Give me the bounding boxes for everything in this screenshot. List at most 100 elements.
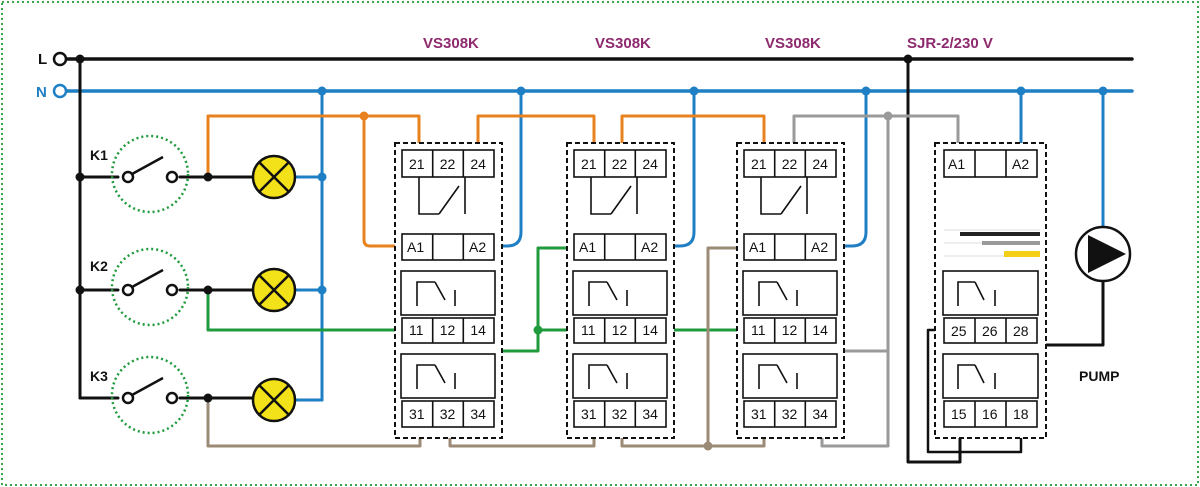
terminal-22: 22 (440, 156, 456, 172)
sjr-coil-block (943, 149, 1038, 178)
green-k2-wire (206, 288, 406, 332)
sjr-switch-box (942, 353, 1039, 399)
switch-boundary (110, 247, 190, 327)
sjr-title: SJR-2/230 V (907, 35, 993, 52)
switch-contact (121, 391, 135, 405)
junction-dot (75, 285, 85, 295)
junction-dot (203, 172, 213, 182)
junction-dot (317, 285, 327, 295)
relay-title: VS308K (423, 35, 479, 52)
orange-link-1-2 (476, 114, 596, 150)
switch-box (572, 270, 668, 316)
contact-symbol (758, 281, 798, 306)
n-terminal (52, 83, 68, 99)
switch-box (742, 270, 838, 316)
junction-dot (75, 172, 85, 182)
relay-title: VS308K (595, 35, 651, 52)
relay-mid-block (401, 317, 495, 344)
sjr-terminal-25: 25 (951, 323, 967, 339)
terminal-21: 21 (409, 156, 425, 172)
l-bus-label: L (38, 51, 47, 68)
coil-a2: A2 (641, 239, 658, 255)
junction-dot (317, 86, 327, 96)
relay2-a2-wire (658, 89, 696, 248)
terminal-22: 22 (612, 156, 628, 172)
relay3-a2-wire (830, 89, 868, 248)
lamp-1 (251, 154, 297, 200)
terminal-12: 12 (782, 322, 798, 338)
relay-mid-block (573, 317, 667, 344)
relay-top-block (401, 149, 495, 178)
terminal-24: 24 (470, 156, 486, 172)
orange-link-2-3 (620, 114, 766, 150)
relay-bot-block (743, 400, 837, 428)
junction-dot (75, 54, 85, 64)
relay-mid-block (743, 317, 837, 344)
terminal-24: 24 (812, 156, 828, 172)
terminal-11: 11 (409, 322, 424, 338)
terminal-31: 31 (751, 406, 767, 422)
relay-bot-block (573, 400, 667, 428)
junction-dot (317, 172, 327, 182)
switch-feed-wires (78, 175, 120, 400)
l-terminal (52, 51, 68, 67)
terminal-34: 34 (642, 406, 658, 422)
switch-box (742, 353, 838, 399)
switch-k1: K1 (90, 134, 190, 214)
junction-dot (533, 325, 543, 335)
switch-label: K1 (90, 147, 108, 163)
switch-lever (131, 268, 164, 289)
coil-a1: A1 (579, 239, 596, 255)
sjr-common-wire (906, 57, 962, 464)
lamp-cross (258, 274, 290, 306)
terminal-12: 12 (612, 322, 628, 338)
junctions (75, 54, 913, 403)
lamp-cross (258, 384, 290, 416)
contact-symbol (588, 364, 628, 389)
switch-label: K3 (90, 368, 108, 384)
switch-k3: K3 (90, 355, 190, 435)
terminal-21: 21 (751, 156, 767, 172)
switch-boundary (110, 134, 190, 214)
junction-dot (689, 86, 699, 96)
junction-dot (1098, 86, 1108, 96)
coil-a1: A1 (749, 239, 766, 255)
sjr-terminal-18: 18 (1013, 406, 1029, 422)
terminal-34: 34 (812, 406, 828, 422)
switch-contact (121, 170, 135, 184)
sjr-terminal-15: 15 (951, 406, 967, 422)
sjr-relay: SJR-2/230 V A1 A2 25 26 28 15 (907, 35, 1047, 439)
switch-boundary (110, 355, 190, 435)
terminal-32: 32 (782, 406, 798, 422)
switch-lamp-wires (178, 175, 254, 400)
junction-dot (903, 54, 913, 64)
junction-dot (861, 86, 871, 96)
contact-symbol (758, 364, 798, 389)
pump-label: PUMP (1079, 368, 1119, 384)
terminal-14: 14 (642, 322, 658, 338)
switch-box (400, 353, 496, 399)
terminal-24: 24 (642, 156, 658, 172)
junction-dot (359, 111, 369, 121)
terminal-22: 22 (782, 156, 798, 172)
terminal-21: 21 (581, 156, 597, 172)
relay-top-block (743, 149, 837, 178)
relay-coil-block (401, 233, 495, 261)
contact-symbol (416, 364, 456, 389)
sjr-terminal-28: 28 (1013, 323, 1029, 339)
relay-top-block (573, 149, 667, 178)
junction-dot (516, 86, 526, 96)
switch-k2: K2 (90, 247, 190, 327)
sjr-coil-a2: A2 (1012, 156, 1029, 172)
switch-box (572, 353, 668, 399)
contact-symbol (416, 281, 456, 306)
junction-dot (883, 111, 893, 121)
sjr-terminal-16: 16 (982, 406, 998, 422)
sjr-coil-a1: A1 (948, 156, 965, 172)
terminal-34: 34 (470, 406, 486, 422)
sjr-terminal-26: 26 (982, 323, 998, 339)
